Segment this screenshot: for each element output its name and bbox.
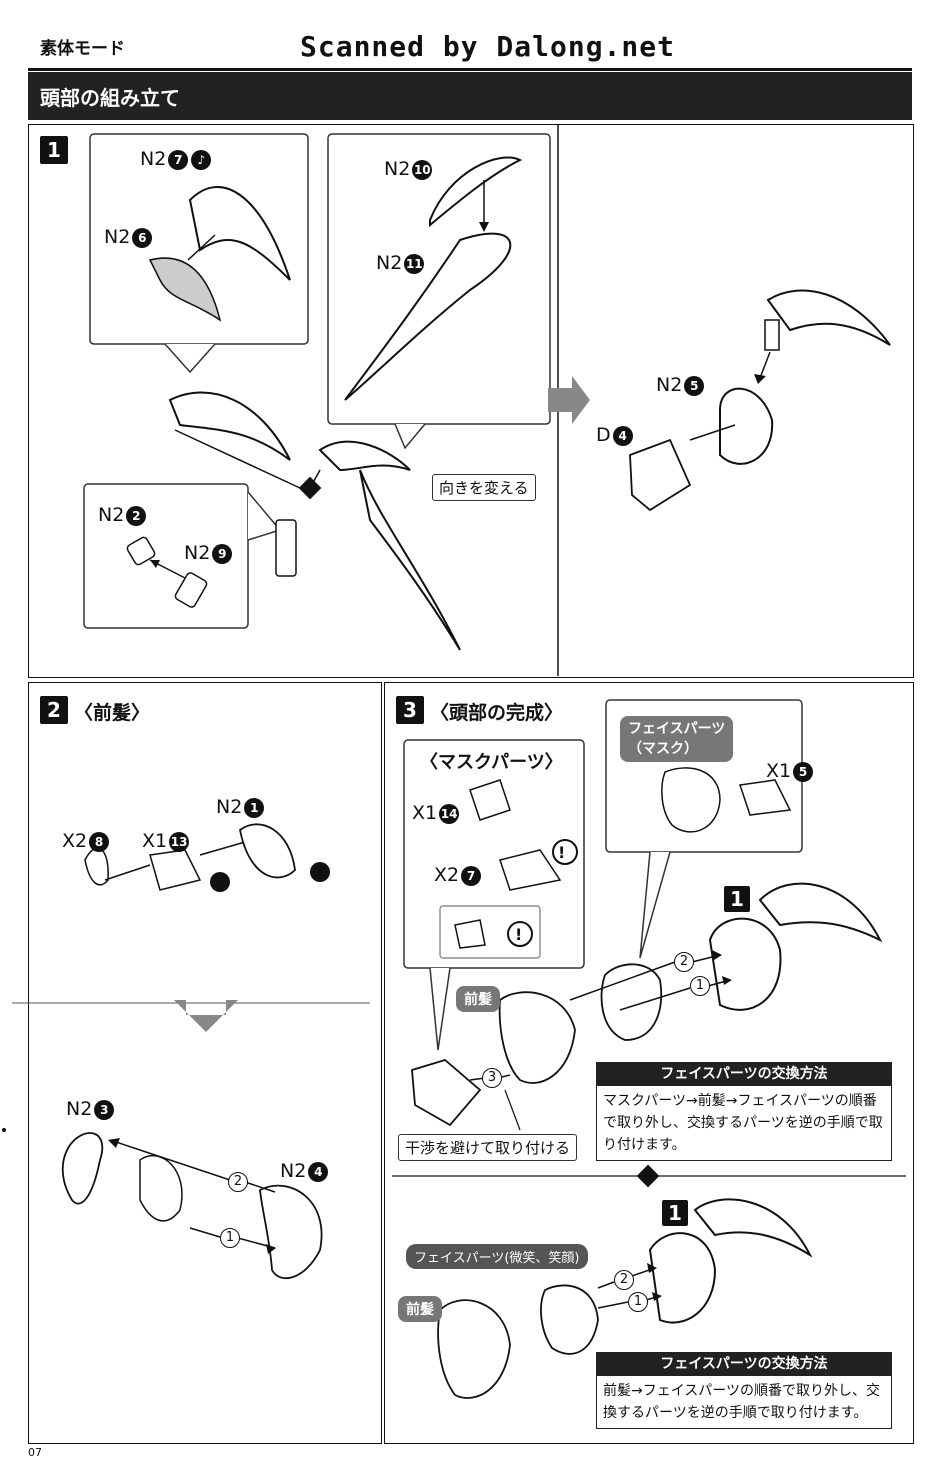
part-number-badge: 9 (212, 543, 233, 564)
section-title-bar (28, 72, 912, 120)
part-number-badge: 7 (461, 865, 482, 886)
mode-label: 素体モード (40, 39, 125, 59)
bangs-tag-lower: 前髪 (398, 1296, 442, 1322)
order-1-marker: 1 (690, 976, 710, 996)
part-number-badge: 8 (89, 831, 110, 852)
order-3-marker: 3 (482, 1068, 502, 1088)
site-watermark: Scanned by Dalong.net (300, 30, 676, 63)
step3-panel (384, 682, 914, 1444)
face-smile-tag: フェイスパーツ(微笑、笑顔) (406, 1244, 588, 1269)
part-number-badge: 1 (244, 797, 265, 818)
order-1-marker: 1 (220, 1228, 240, 1248)
step3-number: 3 (396, 696, 424, 724)
info-box-1: フェイスパーツの交換方法 マスクパーツ→前髪→フェイスパーツの順番で取り外し、交… (596, 1062, 892, 1161)
info-box-2: フェイスパーツの交換方法 前髪→フェイスパーツの順番で取り外し、交換するパーツを… (596, 1352, 892, 1429)
step2-number: 2 (40, 696, 68, 724)
step3-title: 〈頭部の完成〉 (430, 702, 564, 724)
part-number-badge: 3 (94, 1099, 115, 1120)
step1-panel (28, 124, 914, 678)
part-number-badge: 5 (793, 761, 814, 782)
part-number-badge: 6 (132, 227, 153, 248)
ref-step1-badge-lower: 1 (662, 1200, 688, 1226)
part-number-badge: 11 (404, 253, 425, 274)
warning-icon: ! (558, 843, 566, 862)
order-2-marker: 2 (674, 952, 694, 972)
order-1-marker-lower: 1 (628, 1292, 648, 1312)
turn-around-label: 向きを変える (432, 474, 536, 501)
bangs-tag: 前髪 (456, 986, 500, 1012)
part-number-badge: 13 (169, 831, 190, 852)
face-mask-tag: フェイスパーツ（マスク） (620, 716, 734, 762)
part-number-badge: 5 (684, 375, 705, 396)
step1-number: 1 (40, 136, 68, 164)
part-number-badge: 4 (308, 1161, 329, 1182)
step2-title: 〈前髪〉 (74, 702, 151, 724)
info-box-2-body: 前髪→フェイスパーツの順番で取り外し、交換するパーツを逆の手順で取り付けます。 (596, 1376, 892, 1429)
mask-parts-title: 〈マスクパーツ〉 (420, 752, 563, 773)
header-bar (28, 30, 912, 71)
part-number-badge: 4 (612, 425, 633, 446)
section-title: 頭部の組み立て (40, 86, 180, 110)
step2-panel (28, 682, 382, 1444)
part-number-badge: 7 (168, 149, 189, 170)
order-2-marker: 2 (228, 1172, 248, 1192)
warning-icon: ! (515, 925, 523, 944)
part-number-badge: 10 (412, 159, 433, 180)
page-number: 07 (28, 1446, 42, 1459)
info-box-2-heading: フェイスパーツの交換方法 (596, 1352, 892, 1376)
avoid-interference-label: 干渉を避けて取り付ける (398, 1134, 578, 1161)
sticker-icon: ♪ (191, 149, 212, 170)
part-number-badge: 2 (126, 505, 147, 526)
part-number-badge: 14 (439, 803, 460, 824)
order-2-marker-lower: 2 (614, 1270, 634, 1290)
info-box-1-body: マスクパーツ→前髪→フェイスパーツの順番で取り外し、交換するパーツを逆の手順で取… (596, 1086, 892, 1161)
ref-step1-badge: 1 (724, 886, 750, 912)
info-box-1-heading: フェイスパーツの交換方法 (596, 1062, 892, 1086)
